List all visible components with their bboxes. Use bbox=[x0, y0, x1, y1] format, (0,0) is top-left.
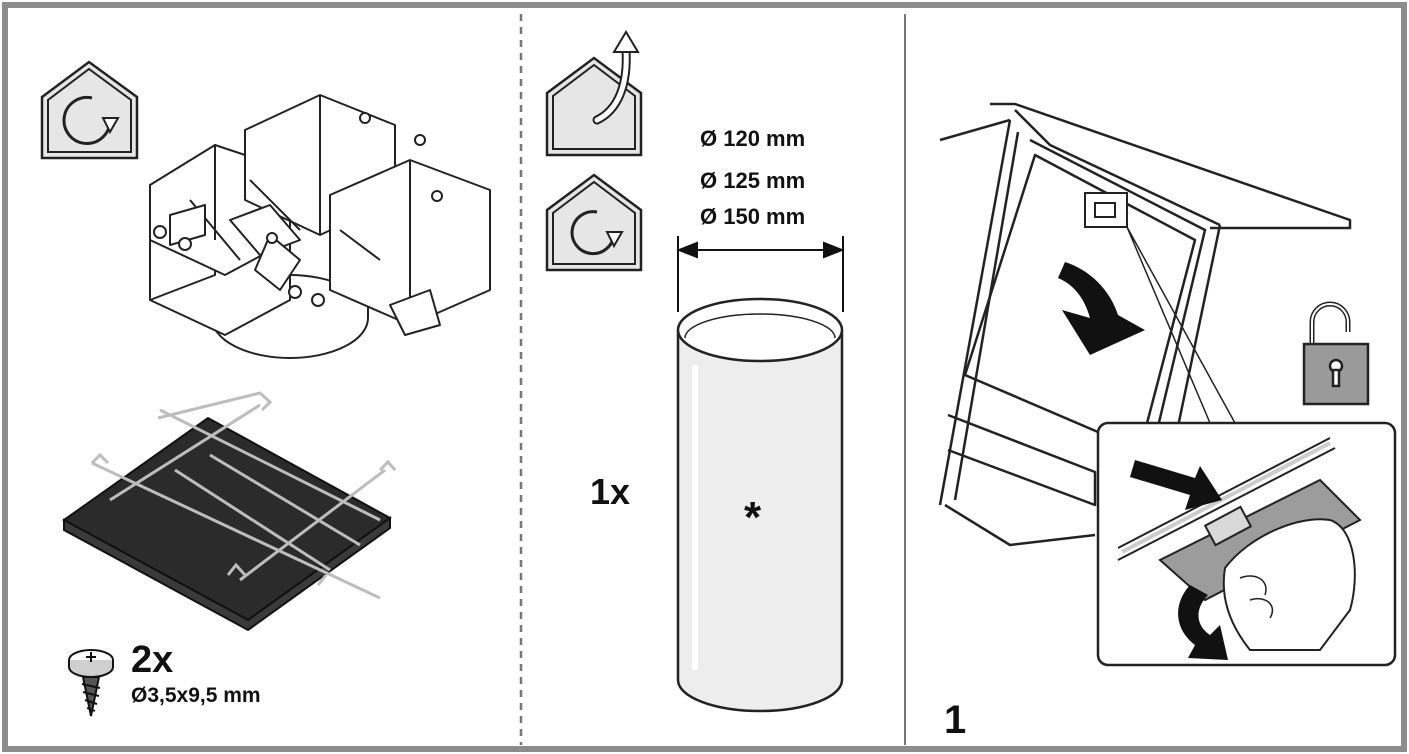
detail-zoom-box bbox=[1096, 421, 1397, 667]
carbon-filter-illustration bbox=[62, 391, 397, 632]
screw-size-label: Ø3,5x9,5 mm bbox=[131, 684, 261, 707]
push-arrow-icon bbox=[1130, 460, 1222, 510]
filter-latch bbox=[1084, 192, 1128, 228]
tube-marker-asterisk: * bbox=[744, 493, 762, 542]
blower-unit-illustration bbox=[149, 94, 491, 359]
diameter-label-150: Ø 150 mm bbox=[700, 204, 806, 229]
screw-quantity-label: 2x bbox=[131, 639, 174, 681]
house-recirculation-icon bbox=[40, 60, 139, 160]
step-number-label: 1 bbox=[944, 698, 967, 742]
duct-tube-illustration bbox=[676, 297, 844, 713]
open-arrow-icon bbox=[1058, 262, 1145, 355]
house-extraction-icon bbox=[545, 30, 643, 157]
callout-lines bbox=[1126, 226, 1236, 424]
padlock-open-icon bbox=[1302, 301, 1370, 406]
tube-quantity-label: 1x bbox=[590, 471, 631, 512]
diameter-label-120: Ø 120 mm bbox=[700, 126, 806, 151]
diameter-dimension-line bbox=[676, 236, 845, 312]
house-recirculation-icon-middle bbox=[545, 173, 643, 272]
diameter-label-125: Ø 125 mm bbox=[700, 168, 806, 193]
screw-icon bbox=[68, 649, 114, 717]
pull-down-arrow-icon bbox=[1178, 585, 1228, 660]
